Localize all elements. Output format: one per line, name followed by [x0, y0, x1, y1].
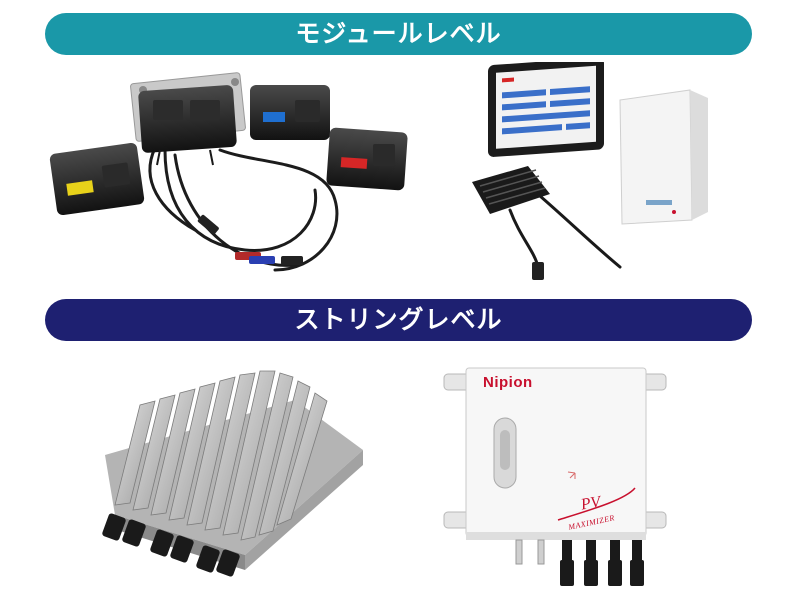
module-level-heading: モジュールレベル: [45, 13, 752, 55]
inverter-monitoring-photo: [472, 62, 708, 280]
string-level-heading: ストリングレベル: [45, 299, 752, 341]
nipion-brand-logo: Nipion: [483, 374, 533, 391]
pv-maximizer-box-photo: Nipion PV MAXIMIZER: [440, 360, 675, 600]
module-optimizers-photo: [49, 72, 408, 272]
pv-logo-text: PV: [579, 493, 602, 514]
string-optimizer-heatsink-photo: [102, 370, 363, 577]
